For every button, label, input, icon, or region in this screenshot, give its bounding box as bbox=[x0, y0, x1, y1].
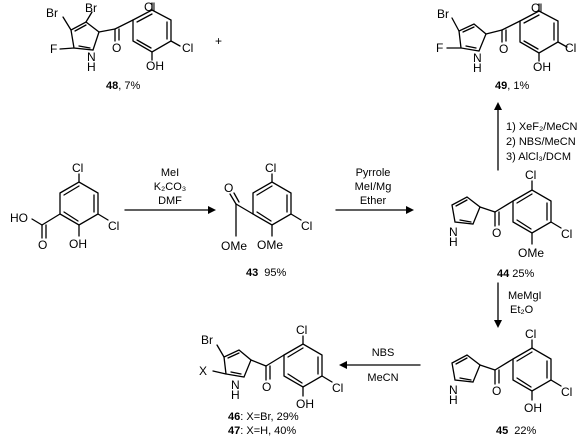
plus-sign: + bbox=[215, 34, 222, 48]
atom-cl: Cl bbox=[301, 219, 312, 233]
atom-cl: Cl bbox=[144, 0, 155, 14]
atom-cl: Cl bbox=[182, 41, 193, 55]
compound-46-label: 46: X=Br, 29% bbox=[228, 411, 299, 423]
atom-n: N bbox=[231, 378, 240, 392]
compound-48: Br Br F N H O Cl Cl OH 48, 7% bbox=[46, 0, 193, 92]
atom-oh: OH bbox=[533, 60, 551, 74]
atom-cl: Cl bbox=[525, 327, 536, 341]
atom-ome: OMe bbox=[257, 238, 283, 252]
atom-br: Br bbox=[85, 1, 97, 15]
atom-cl: Cl bbox=[561, 227, 572, 241]
condition-line: Et₂O bbox=[510, 304, 534, 316]
compound-46-47: Br X N H O Cl Cl OH 46: X=Br, 29% 47: X=… bbox=[199, 323, 343, 437]
atom-oh: OH bbox=[524, 401, 542, 415]
atom-ome: OMe bbox=[518, 246, 544, 260]
atom-cl: Cl bbox=[565, 41, 576, 55]
condition-line: Pyrrole bbox=[356, 167, 391, 179]
atom-n: N bbox=[473, 51, 482, 65]
atom-o: O bbox=[492, 384, 501, 398]
atom-f: F bbox=[50, 42, 57, 56]
atom-br: Br bbox=[201, 333, 213, 347]
atom-h: H bbox=[473, 61, 482, 75]
atom-ho: HO bbox=[10, 211, 28, 225]
atom-f: F bbox=[436, 41, 443, 55]
compound-48-label: 48, 7% bbox=[106, 80, 140, 92]
atom-h: H bbox=[449, 393, 458, 407]
condition-line: 3) AlCl₃/DCM bbox=[506, 151, 571, 163]
condition-line: MeI bbox=[161, 167, 179, 179]
atom-o: O bbox=[262, 380, 271, 394]
condition-line: MeCN bbox=[367, 372, 398, 384]
arrow-demethylation: MeMgI Et₂O bbox=[494, 282, 542, 328]
condition-line: 1) XeF₂/MeCN bbox=[506, 121, 578, 133]
condition-line: NBS bbox=[372, 347, 395, 359]
atom-cl: Cl bbox=[332, 381, 343, 395]
atom-cl: Cl bbox=[108, 219, 119, 233]
atom-h: H bbox=[449, 235, 458, 249]
condition-line: DMF bbox=[158, 195, 182, 207]
atom-cl: Cl bbox=[265, 161, 276, 175]
condition-line: MeI/Mg bbox=[355, 181, 392, 193]
compound-49-label: 49, 1% bbox=[495, 80, 529, 92]
atom-cl: Cl bbox=[296, 323, 307, 337]
atom-ome: OMe bbox=[221, 239, 247, 253]
condition-line: K₂CO₃ bbox=[154, 181, 187, 193]
condition-line: 2) NBS/MeCN bbox=[506, 136, 576, 148]
atom-br: Br bbox=[46, 6, 58, 20]
atom-oh: OH bbox=[146, 59, 164, 73]
arrow-bromination: NBS MeCN bbox=[339, 347, 421, 384]
arrow-methylation: MeI K₂CO₃ DMF bbox=[124, 167, 216, 214]
atom-cl: Cl bbox=[531, 1, 542, 15]
atom-oh: OH bbox=[296, 397, 314, 411]
atom-n: N bbox=[449, 383, 458, 397]
atom-x: X bbox=[199, 364, 207, 378]
atom-o: O bbox=[38, 238, 47, 252]
atom-oh: OH bbox=[69, 237, 87, 251]
atom-h: H bbox=[231, 388, 240, 402]
condition-line: Ether bbox=[360, 195, 387, 207]
arrow-fluorination: 1) XeF₂/MeCN 2) NBS/MeCN 3) AlCl₃/DCM bbox=[494, 102, 578, 171]
compound-49: Br F N H O Cl Cl OH 49, 1% bbox=[436, 1, 576, 92]
atom-h: H bbox=[87, 60, 96, 74]
atom-o: O bbox=[492, 226, 501, 240]
atom-cl: Cl bbox=[561, 385, 572, 399]
atom-cl: Cl bbox=[525, 168, 536, 182]
atom-o: O bbox=[112, 41, 121, 55]
atom-n: N bbox=[87, 50, 96, 64]
atom-cl: Cl bbox=[72, 161, 83, 175]
atom-br: Br bbox=[437, 7, 449, 21]
arrow-pyrrole-coupling: Pyrrole MeI/Mg Ether bbox=[335, 167, 414, 214]
condition-line: MeMgI bbox=[508, 290, 542, 302]
atom-n: N bbox=[449, 225, 458, 239]
atom-o: O bbox=[499, 42, 508, 56]
atom-o: O bbox=[224, 181, 233, 195]
starting-material-acid: Cl Cl OH HO O bbox=[10, 161, 119, 252]
compound-47-label: 47: X=H, 40% bbox=[228, 425, 296, 437]
